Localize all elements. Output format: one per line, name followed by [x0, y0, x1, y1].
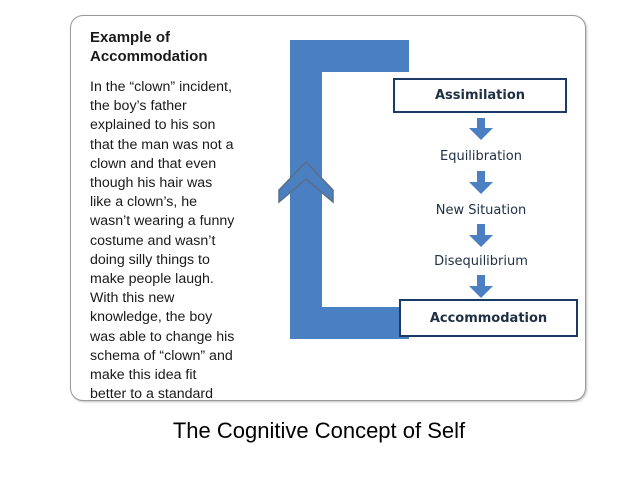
loop-left-bar — [290, 40, 322, 339]
example-body-line: that the man was not a — [90, 136, 234, 153]
step-assimilation: Assimilation — [393, 78, 567, 113]
down-arrow-icon — [469, 224, 493, 247]
chevron-up-icon — [278, 160, 334, 204]
step-equilibration: Equilibration — [439, 149, 522, 164]
slide-caption: The Cognitive Concept of Self — [172, 418, 466, 443]
loop-bottom-bar — [290, 307, 409, 339]
example-body-line: was able to change his — [90, 328, 235, 345]
down-arrow-icon — [469, 118, 493, 140]
example-body-line: make this idea fit — [90, 367, 197, 384]
example-body-line: better to a standard — [90, 386, 214, 401]
example-title: Example of Accommodation — [90, 29, 208, 65]
example-body-line: knowledge, the boy — [90, 309, 213, 326]
example-body-line: In the “clown” incident, — [90, 79, 232, 95]
example-body: In the “clown” incident, the boy’s father… — [90, 78, 280, 401]
example-body-line: clown and that even — [90, 155, 217, 172]
example-body-line: costume and wasn’t — [90, 232, 216, 249]
cycle-diagram — [278, 40, 493, 339]
example-body-line: though his hair was — [90, 175, 213, 192]
loop-top-bar — [290, 40, 409, 72]
example-body-line: make people laugh. — [90, 271, 214, 288]
down-arrow-icon — [469, 171, 493, 194]
step-disequilibrium: Disequilibrium — [434, 254, 528, 269]
example-body-line: explained to his son — [90, 117, 216, 134]
example-body-line: wasn’t wearing a funny — [90, 213, 235, 230]
example-text-panel: Example of Accommodation In the “clown” … — [90, 28, 280, 401]
diagram-card: Example of Accommodation In the “clown” … — [70, 15, 586, 401]
down-arrow-icon — [469, 275, 493, 298]
example-body-line: the boy’s father — [90, 98, 187, 115]
example-body-line: like a clown’s, he — [90, 194, 197, 211]
example-body-line: doing silly things to — [90, 251, 210, 268]
example-body-line: schema of “clown” and — [90, 347, 233, 364]
step-accommodation: Accommodation — [399, 299, 578, 337]
example-body-line: With this new — [90, 290, 175, 307]
step-new-situation: New Situation — [435, 203, 527, 218]
